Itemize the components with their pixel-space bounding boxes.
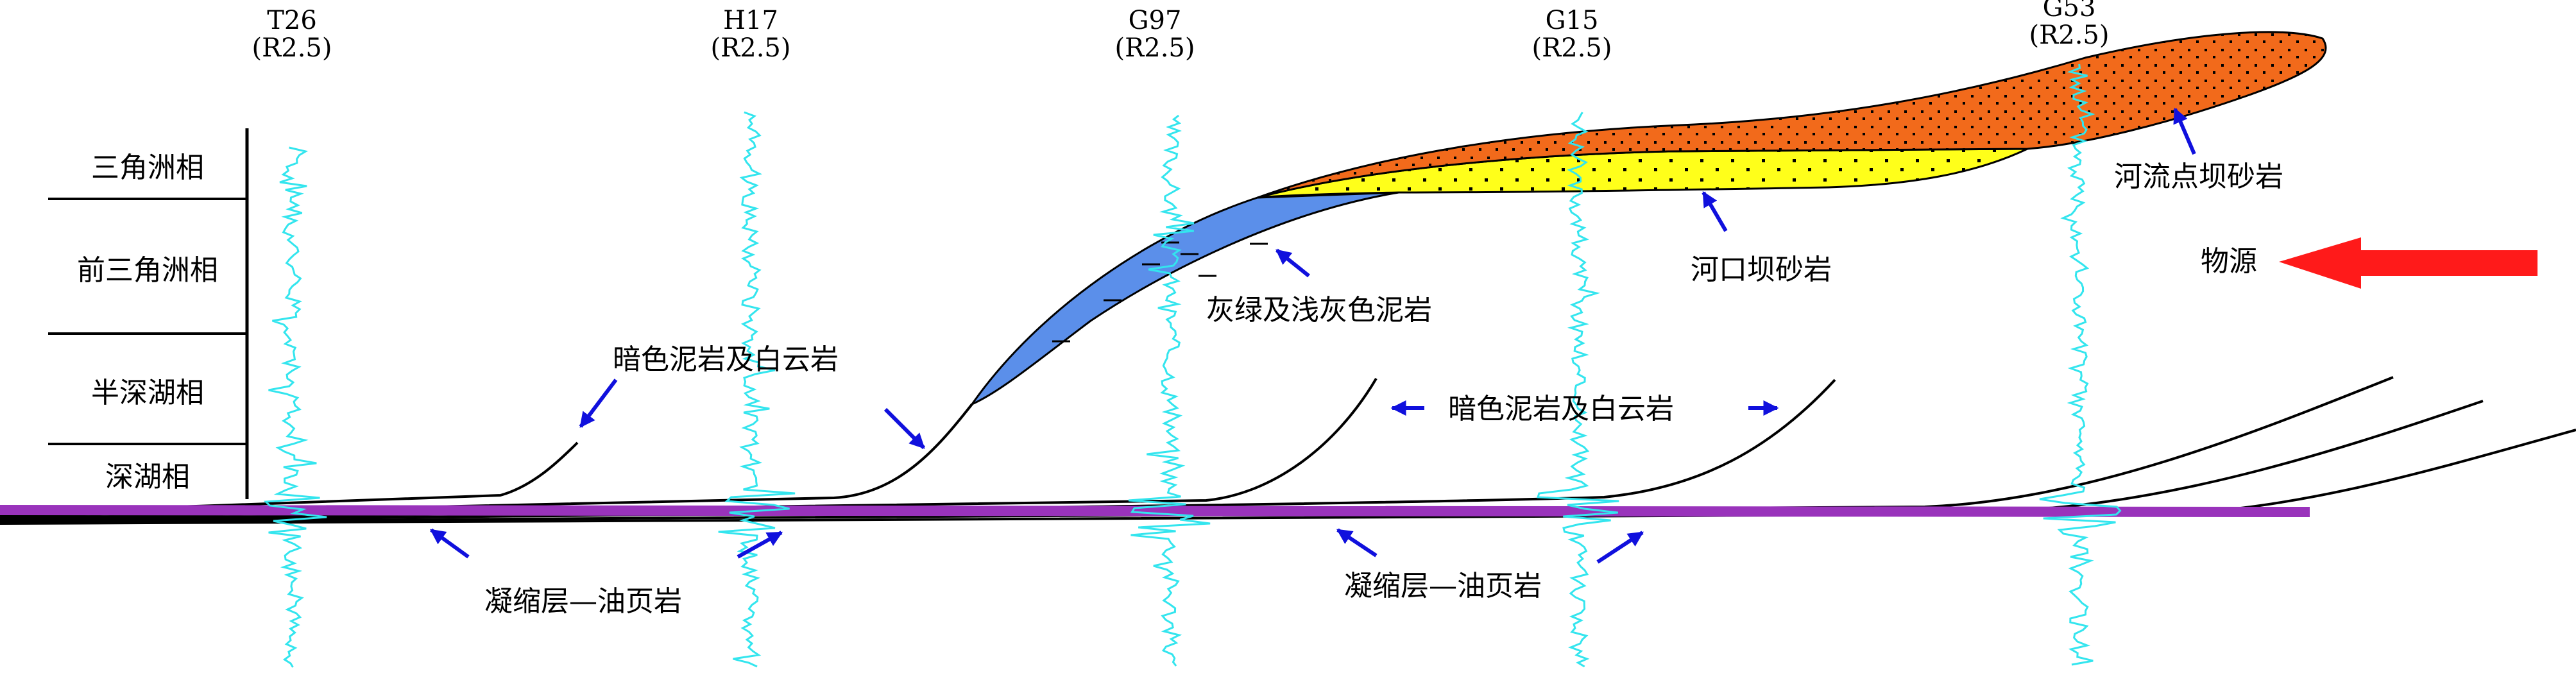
arrow-mouth-bar <box>1702 191 1728 232</box>
well-log-g53 <box>2039 64 2122 666</box>
mouth-bar-dot-pattern <box>1258 149 2027 198</box>
arrow-point-bar <box>2173 107 2196 155</box>
label-mouth-bar-sandstone: 河口坝砂岩 <box>1691 253 1832 286</box>
annotation-arrows <box>430 107 2196 564</box>
clinoform-lines <box>0 376 2576 525</box>
well-name-t26: T26 <box>267 6 317 35</box>
facies-semi-deep-lake-label: 半深湖相 <box>91 377 204 409</box>
arrow-dark-mudstone-left-2 <box>883 407 926 450</box>
arrow-condensed-right-2 <box>1596 531 1644 564</box>
well-curve-g53: (R2.5) <box>2029 21 2110 50</box>
facies-delta-label: 三角洲相 <box>91 151 204 184</box>
label-condensed-oil-shale-left: 凝缩层—油页岩 <box>484 585 682 618</box>
label-dark-mudstone-dolomite-right: 暗色泥岩及白云岩 <box>1448 393 1674 425</box>
well-name-g97: G97 <box>1129 6 1182 35</box>
well-log-t26 <box>263 146 327 668</box>
facies-column: 三角洲相 前三角洲相 半深湖相 深湖相 <box>48 128 249 499</box>
point-bar-dot-pattern <box>1258 32 2326 198</box>
well-log-g15 <box>1536 112 1619 668</box>
well-curve-t26: (R2.5) <box>252 33 332 63</box>
condensed-layer-oil-shale <box>0 505 2310 517</box>
facies-prodelta-label: 前三角洲相 <box>77 254 218 287</box>
label-point-bar-sandstone: 河流点坝砂岩 <box>2114 160 2283 193</box>
sand-bodies <box>969 31 2327 407</box>
arrow-condensed-left-2 <box>737 531 783 559</box>
label-condensed-oil-shale-right: 凝缩层—油页岩 <box>1344 570 1542 602</box>
label-dark-mudstone-dolomite-left: 暗色泥岩及白云岩 <box>613 343 839 376</box>
well-curve-g15: (R2.5) <box>1532 33 1612 63</box>
arrow-condensed-left-1 <box>430 528 470 559</box>
label-provenance: 物源 <box>2201 245 2257 278</box>
well-curve-g97: (R2.5) <box>1115 33 1195 63</box>
well-log-curves <box>263 64 2122 668</box>
annotation-labels: 河流点坝砂岩 河口坝砂岩 灰绿及浅灰色泥岩 暗色泥岩及白云岩 暗色泥岩及白云岩 … <box>484 160 2283 618</box>
arrow-condensed-right-1 <box>1336 528 1378 558</box>
facies-deep-lake-label: 深湖相 <box>105 461 190 493</box>
arrow-dark-mudstone-left-1 <box>579 379 618 428</box>
well-log-g97 <box>1128 114 1211 667</box>
well-name-g53: G53 <box>2043 0 2096 22</box>
well-log-h17 <box>718 111 796 668</box>
well-curve-h17: (R2.5) <box>711 33 791 63</box>
provenance-arrow <box>2279 237 2538 289</box>
arrow-greygreen-mudstone <box>1275 248 1310 278</box>
well-name-g15: G15 <box>1546 6 1599 35</box>
well-headers: T26 (R2.5) H17 (R2.5) G97 (R2.5) G15 (R2… <box>252 0 2110 63</box>
well-name-h17: H17 <box>723 6 778 35</box>
greygreen-mudstone-body <box>969 191 1399 407</box>
label-greygreen-mudstone: 灰绿及浅灰色泥岩 <box>1206 294 1432 327</box>
